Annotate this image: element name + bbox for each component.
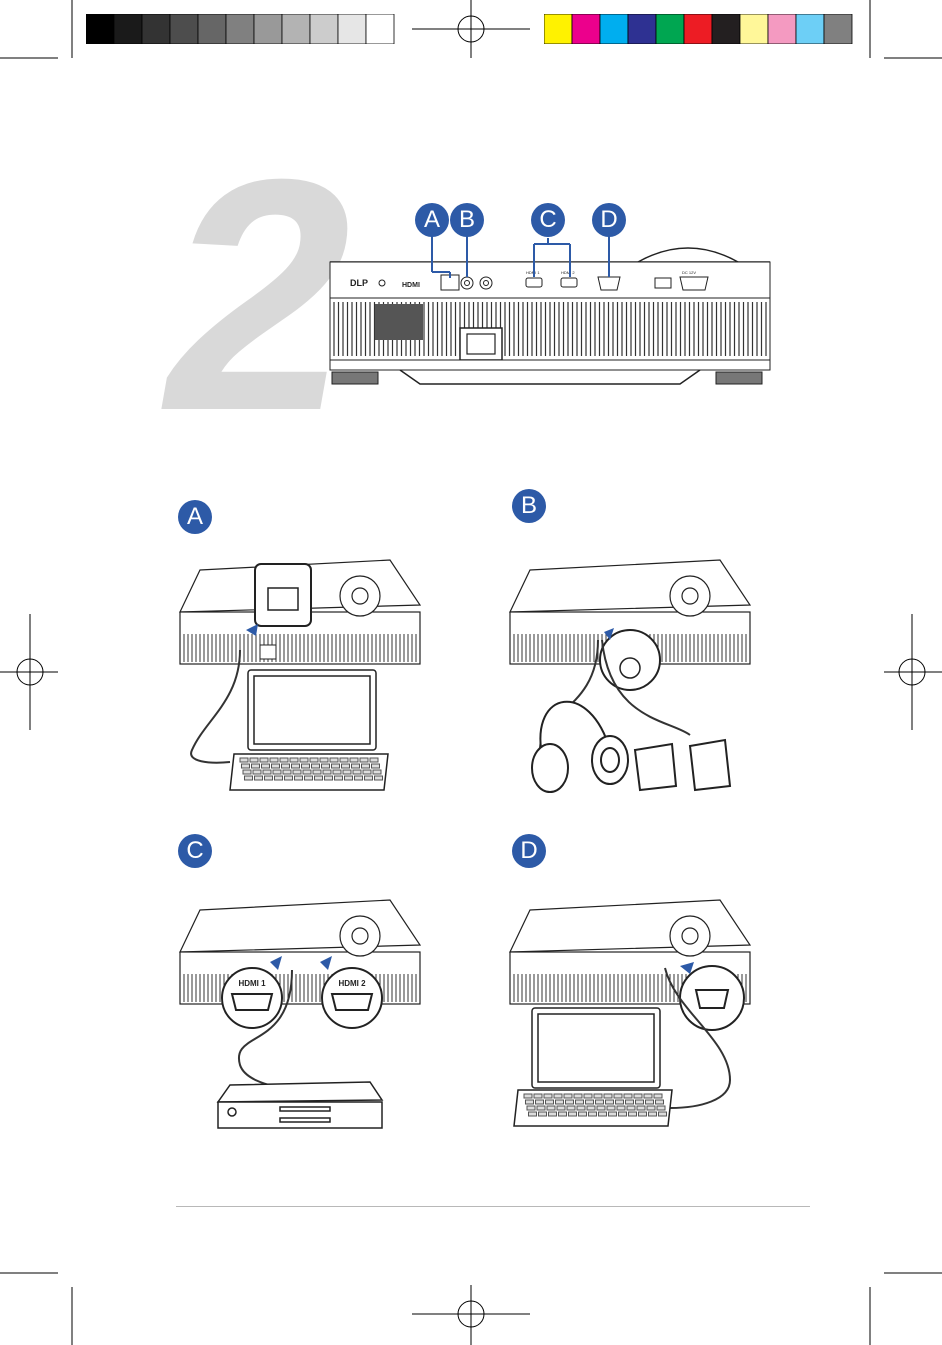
registration-target-left bbox=[0, 614, 58, 730]
registration-target-top bbox=[412, 0, 530, 58]
lan-cable bbox=[191, 650, 240, 763]
dark-vent bbox=[375, 304, 423, 340]
hdmi-logo: HDMI bbox=[402, 282, 420, 289]
panel-c-badge: C bbox=[178, 834, 212, 868]
power-inlet bbox=[260, 645, 276, 659]
hdmi1-port-zoom bbox=[232, 994, 272, 1010]
panel-d-badge: D bbox=[512, 834, 546, 868]
footer-rule bbox=[176, 1206, 810, 1207]
callout-c-badge: C bbox=[531, 203, 565, 237]
hdmi2-zoom-label: HDMI 2 bbox=[338, 979, 366, 988]
panel-a-illustration bbox=[170, 550, 440, 800]
power-inlet bbox=[460, 328, 502, 360]
panel-b-badge: B bbox=[512, 489, 546, 523]
lan-port-zoom bbox=[268, 588, 298, 610]
headphones-illustration bbox=[532, 702, 628, 792]
speakers-illustration bbox=[635, 740, 730, 790]
dlp-logo: DLP bbox=[350, 278, 368, 288]
media-player-illustration bbox=[218, 1082, 382, 1128]
callout-d-badge: D bbox=[592, 203, 626, 237]
callout-a-badge: A bbox=[415, 203, 449, 237]
dc-port-label: DC 12V bbox=[682, 270, 696, 275]
vga-port-zoom bbox=[696, 990, 728, 1008]
hdmi2-port-zoom bbox=[332, 994, 372, 1010]
left-foot bbox=[332, 372, 378, 384]
panel-a-badge: A bbox=[178, 500, 212, 534]
audio-port-zoom bbox=[620, 658, 640, 678]
panel-b-illustration bbox=[500, 550, 770, 800]
panel-d-illustration bbox=[500, 890, 770, 1140]
panel-c-illustration: HDMI 1 HDMI 2 bbox=[170, 890, 440, 1140]
callout-b-badge: B bbox=[450, 203, 484, 237]
hdmi1-zoom-label: HDMI 1 bbox=[238, 979, 266, 988]
registration-target-bottom bbox=[412, 1285, 530, 1345]
right-foot bbox=[716, 372, 762, 384]
hdmi2-port-label: HDMI 2 bbox=[561, 270, 575, 275]
registration-target-right bbox=[884, 614, 942, 730]
